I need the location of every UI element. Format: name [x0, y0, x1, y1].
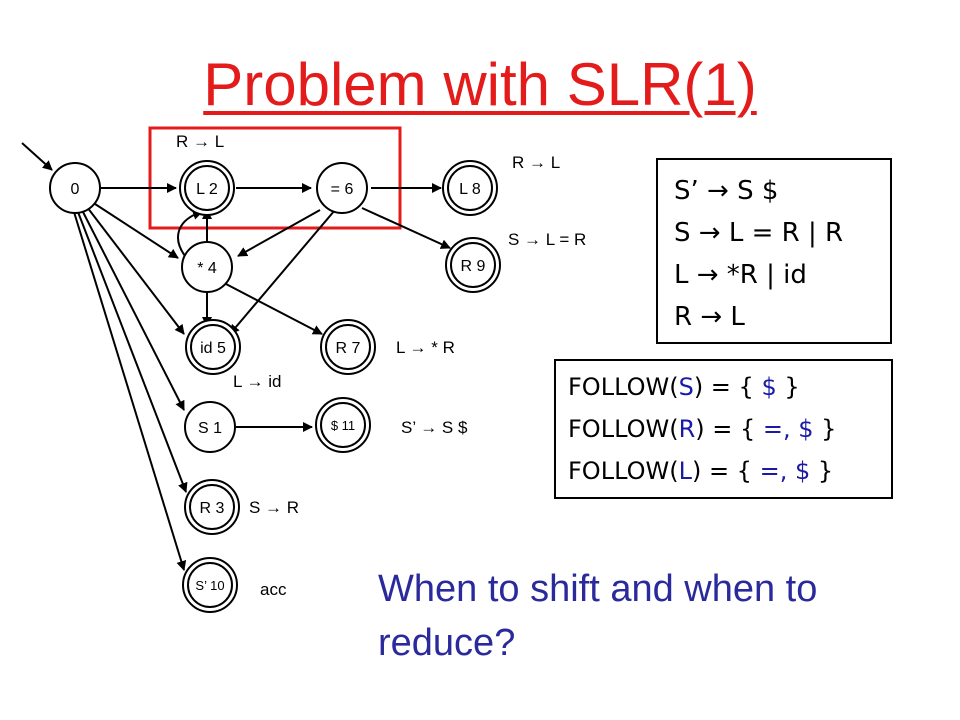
grammar-rule-1: S’ → S $ — [674, 176, 779, 206]
edge-4-7 — [225, 283, 323, 335]
state-1: S 1 — [184, 401, 236, 453]
grammar-rule-4: R → L — [674, 302, 745, 332]
grammar-box: S’ → S $ S → L = R | R L → *R | id R → L — [656, 158, 892, 344]
svg-text:id 5: id 5 — [200, 340, 226, 357]
page-title: Problem with SLR(1) — [203, 51, 757, 118]
state-2: L 2 — [179, 160, 235, 216]
svg-text:R 9: R 9 — [461, 258, 486, 275]
state-6: = 6 — [316, 162, 368, 214]
highlight-box — [148, 126, 402, 230]
state-3: R 3 — [184, 479, 240, 535]
edge-4-loop — [177, 210, 203, 257]
label-r-to-l-8: R → L — [512, 153, 560, 172]
svg-text:R 3: R 3 — [200, 500, 225, 517]
edge-0-10 — [73, 211, 187, 571]
label-s-to-l-eq-r: S → L = R — [508, 230, 586, 249]
edge-start — [21, 142, 53, 171]
label-acc: acc — [260, 580, 287, 599]
edge-6-4 — [237, 209, 321, 257]
edge-6-9 — [361, 207, 451, 249]
follow-s-line: FOLLOW(S) = { $ } — [568, 373, 800, 401]
question-text: When to shift and when to reduce? — [378, 568, 818, 664]
label-s-prime-to-s-dollar: S’ → S $ — [401, 418, 468, 437]
label-r-to-l-top: R → L — [176, 132, 224, 151]
edge-0-4 — [91, 201, 179, 259]
state-0: 0 — [49, 162, 101, 214]
svg-text:S’ 10: S’ 10 — [195, 578, 224, 593]
edge-6-5 — [229, 209, 336, 335]
svg-text:= 6: = 6 — [331, 181, 354, 198]
grammar-rule-3: L → *R | id — [674, 260, 807, 290]
edge-0-5 — [86, 206, 185, 335]
svg-text:$ 11: $ 11 — [331, 418, 355, 433]
label-s-to-r: S → R — [249, 498, 299, 517]
svg-text:L 2: L 2 — [196, 181, 218, 198]
svg-text:S 1: S 1 — [198, 420, 222, 437]
grammar-rule-2: S → L = R | R — [674, 218, 844, 248]
label-l-to-star-r: L → * R — [396, 338, 455, 357]
svg-text:L 8: L 8 — [459, 181, 481, 198]
follow-r-line: FOLLOW(R) = { =, $ } — [568, 415, 837, 443]
svg-text:* 4: * 4 — [197, 260, 217, 277]
state-5: id 5 — [185, 319, 241, 375]
follow-l-line: FOLLOW(L) = { =, $ } — [568, 457, 834, 485]
svg-text:0: 0 — [71, 181, 80, 198]
follow-sets-box: FOLLOW(S) = { $ } FOLLOW(R) = { =, $ } F… — [554, 359, 893, 499]
state-8: L 8 — [442, 160, 498, 216]
state-10: S’ 10 — [182, 557, 238, 613]
state-7: R 7 — [320, 319, 376, 375]
edge-0-3 — [77, 211, 188, 493]
edge-0-1 — [81, 209, 185, 411]
state-11: $ 11 — [315, 397, 371, 453]
edges — [21, 142, 451, 571]
label-l-to-id: L → id — [233, 372, 282, 391]
state-4: * 4 — [181, 241, 233, 293]
state-9: R 9 — [445, 237, 501, 293]
svg-text:R 7: R 7 — [336, 340, 361, 357]
